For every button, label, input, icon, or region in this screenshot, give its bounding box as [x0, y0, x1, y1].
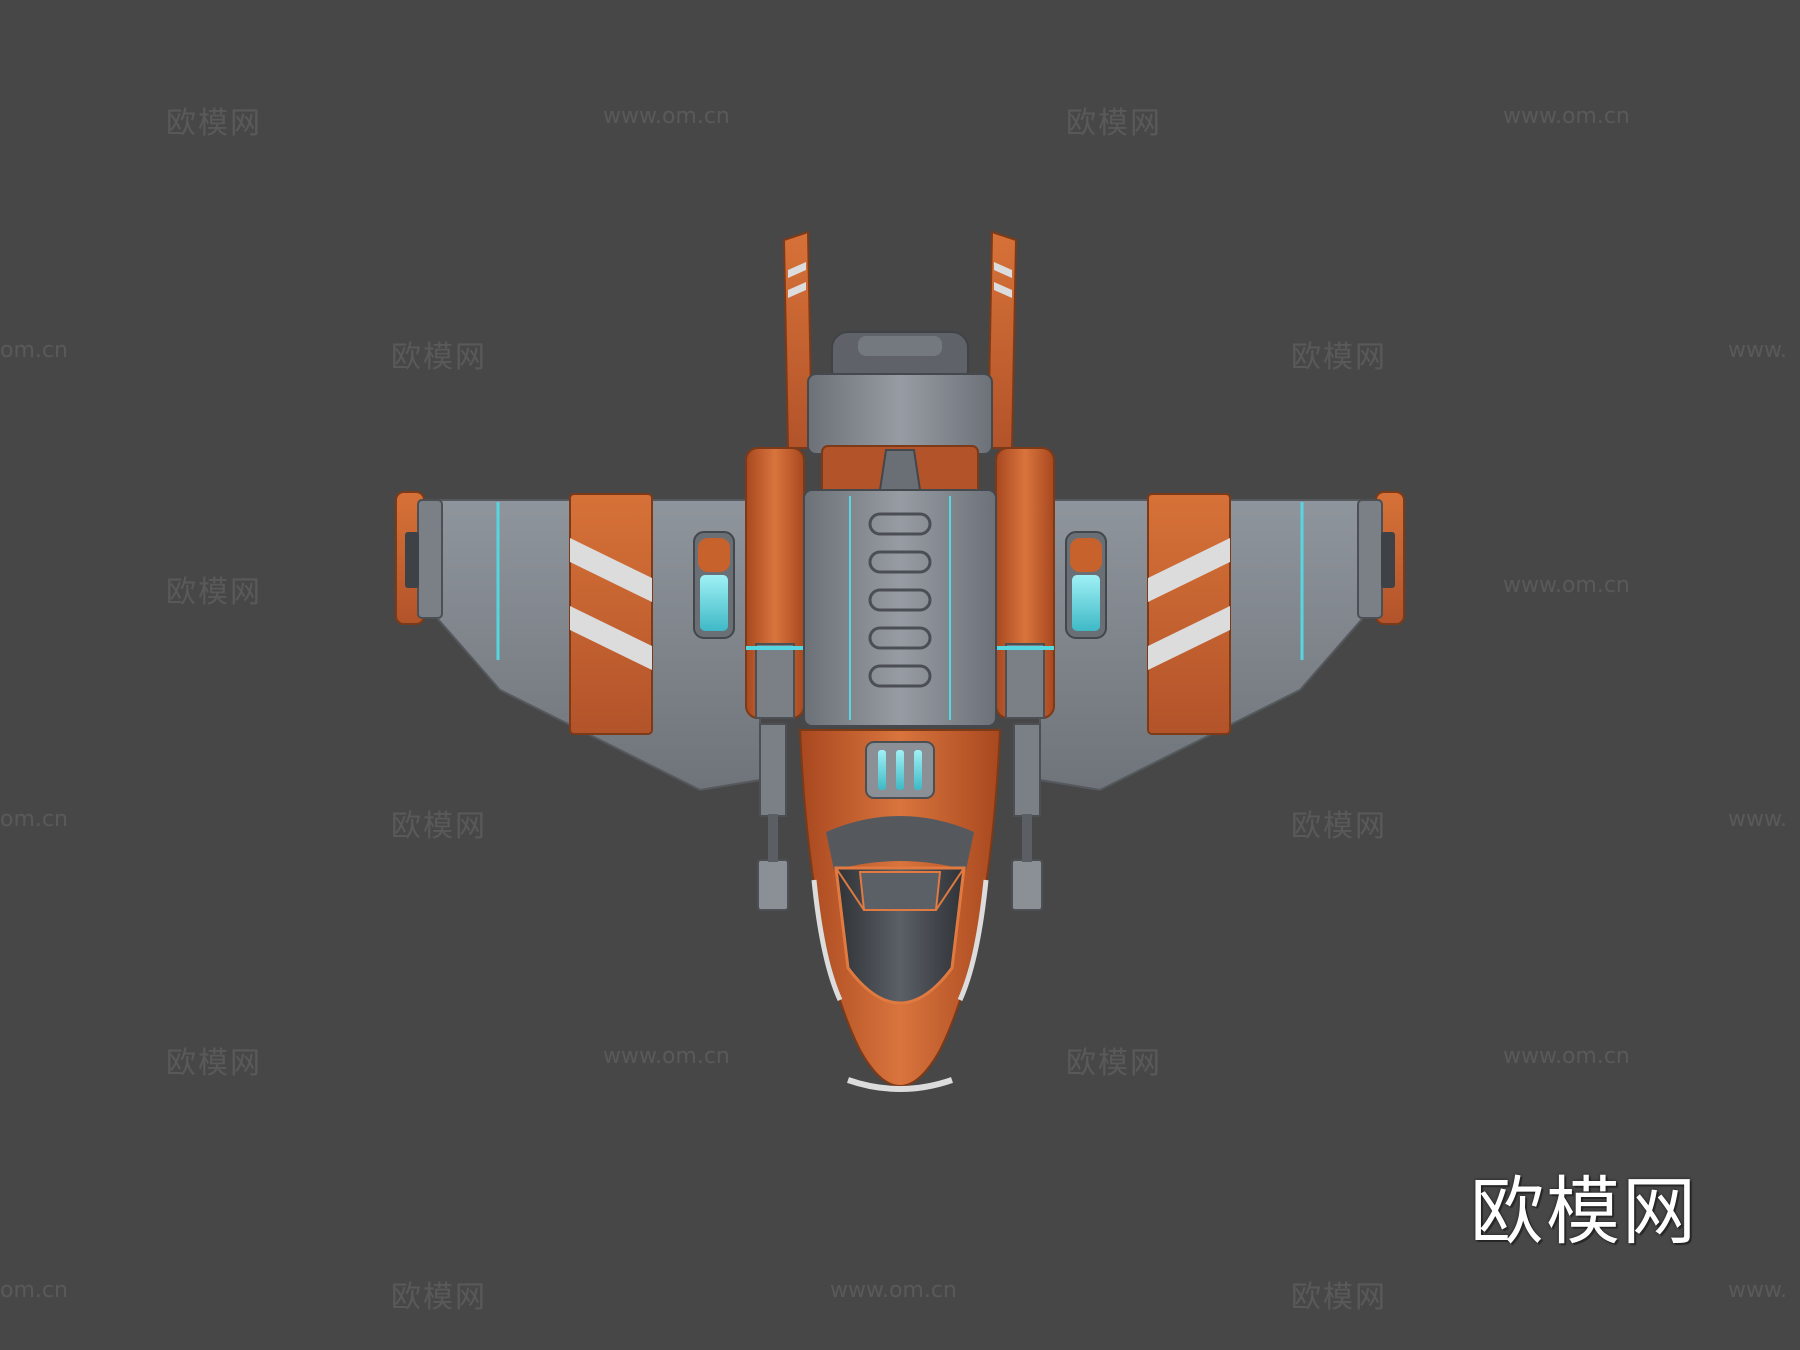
left-wing: [395, 491, 761, 792]
central-fuselage: [803, 489, 997, 727]
nose-cockpit: [798, 729, 1002, 1092]
rear-engine: [807, 331, 993, 499]
right-wing: [1039, 491, 1405, 792]
brand-logo: 欧模网: [1470, 1169, 1698, 1255]
side-pylons: [745, 447, 1055, 719]
guns: [757, 723, 1043, 911]
